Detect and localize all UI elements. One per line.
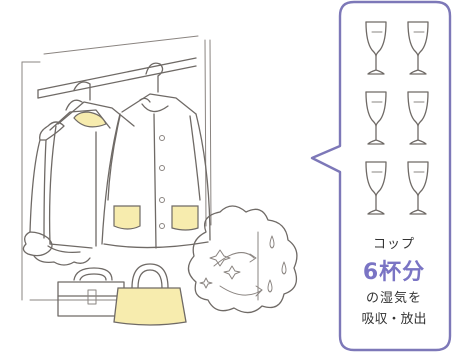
callout-unit-label: コップ (372, 237, 415, 252)
closet-frame (21, 35, 212, 301)
callout-amount: 6杯分 (362, 260, 426, 285)
speech-bubble (310, 0, 452, 352)
callout-absorb-release-label: 吸収・放出 (361, 312, 427, 327)
glass-icon (407, 91, 429, 145)
moisture-cloud (187, 205, 298, 314)
glass-icon (407, 21, 429, 75)
glass-icon (365, 21, 387, 75)
handbag (113, 263, 187, 326)
hanger-rod (37, 57, 197, 99)
callout-moisture-label: の湿気を (365, 291, 422, 306)
glass-icons (365, 21, 429, 215)
glass-icon (407, 161, 429, 215)
glass-icon (365, 91, 387, 145)
box-bag (57, 267, 125, 317)
coat-front (101, 62, 211, 249)
coat-middle (48, 81, 135, 249)
glass-icon (365, 161, 387, 215)
